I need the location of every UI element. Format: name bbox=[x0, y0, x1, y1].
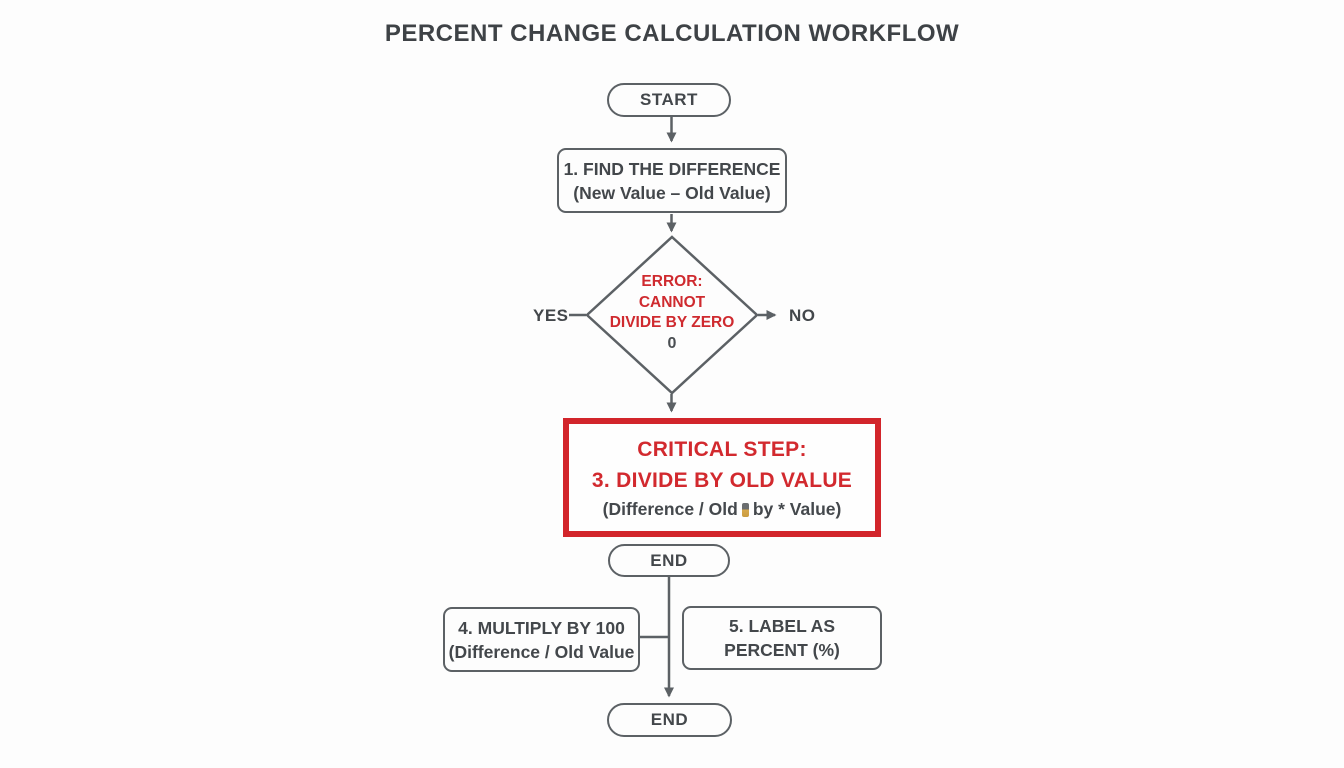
step4-node: 4. MULTIPLY BY 100 (Difference / Old Val… bbox=[443, 607, 640, 672]
decision-line3: DIVIDE BY ZERO bbox=[609, 314, 735, 331]
end1-label: END bbox=[650, 550, 688, 570]
start-node: START bbox=[607, 83, 731, 117]
step4-line1: 4. MULTIPLY BY 100 bbox=[458, 617, 625, 638]
decision-line4: 0 bbox=[667, 334, 677, 352]
critical-line2: 3. DIVIDE BY OLD VALUE bbox=[591, 468, 853, 492]
decision-diamond bbox=[585, 235, 759, 395]
no-branch-label: NO bbox=[789, 306, 816, 325]
step5-node: 5. LABEL AS PERCENT (%) bbox=[682, 606, 882, 670]
yes-branch-label: YES bbox=[533, 306, 569, 325]
critical-line1: CRITICAL STEP: bbox=[637, 437, 807, 461]
decision-node-text: ERROR: CANNOT DIVIDE BY ZERO 0 bbox=[587, 272, 757, 354]
step1-line1: 1. FIND THE DIFFERENCE bbox=[563, 158, 781, 179]
critical-step-node: CRITICAL STEP: 3. DIVIDE BY OLD VALUE (D… bbox=[563, 418, 881, 537]
decision-line1: ERROR: bbox=[641, 273, 703, 290]
critical-caption-suffix: by * Value) bbox=[752, 498, 842, 519]
start-label: START bbox=[640, 90, 698, 109]
corrupted-vial-glyph-icon bbox=[741, 502, 749, 517]
end2-label: END bbox=[650, 710, 689, 729]
critical-caption-prefix: (Difference / Old bbox=[602, 498, 738, 519]
step1-line2: (New Value – Old Value) bbox=[573, 182, 771, 203]
page-title: PERCENT CHANGE CALCULATION WORKFLOW bbox=[384, 20, 960, 47]
step4-line2: (Difference / Old Value bbox=[448, 641, 635, 662]
critical-caption: (Difference / Old by * Value) bbox=[603, 496, 842, 522]
step5-line1: 5. LABEL AS bbox=[729, 616, 835, 636]
step1-node: 1. FIND THE DIFFERENCE (New Value – Old … bbox=[557, 148, 787, 213]
end1-node: END bbox=[608, 544, 730, 577]
step5-line2: PERCENT (%) bbox=[724, 640, 840, 660]
decision-line2: CANNOT bbox=[638, 293, 706, 311]
end2-node: END bbox=[607, 703, 732, 737]
